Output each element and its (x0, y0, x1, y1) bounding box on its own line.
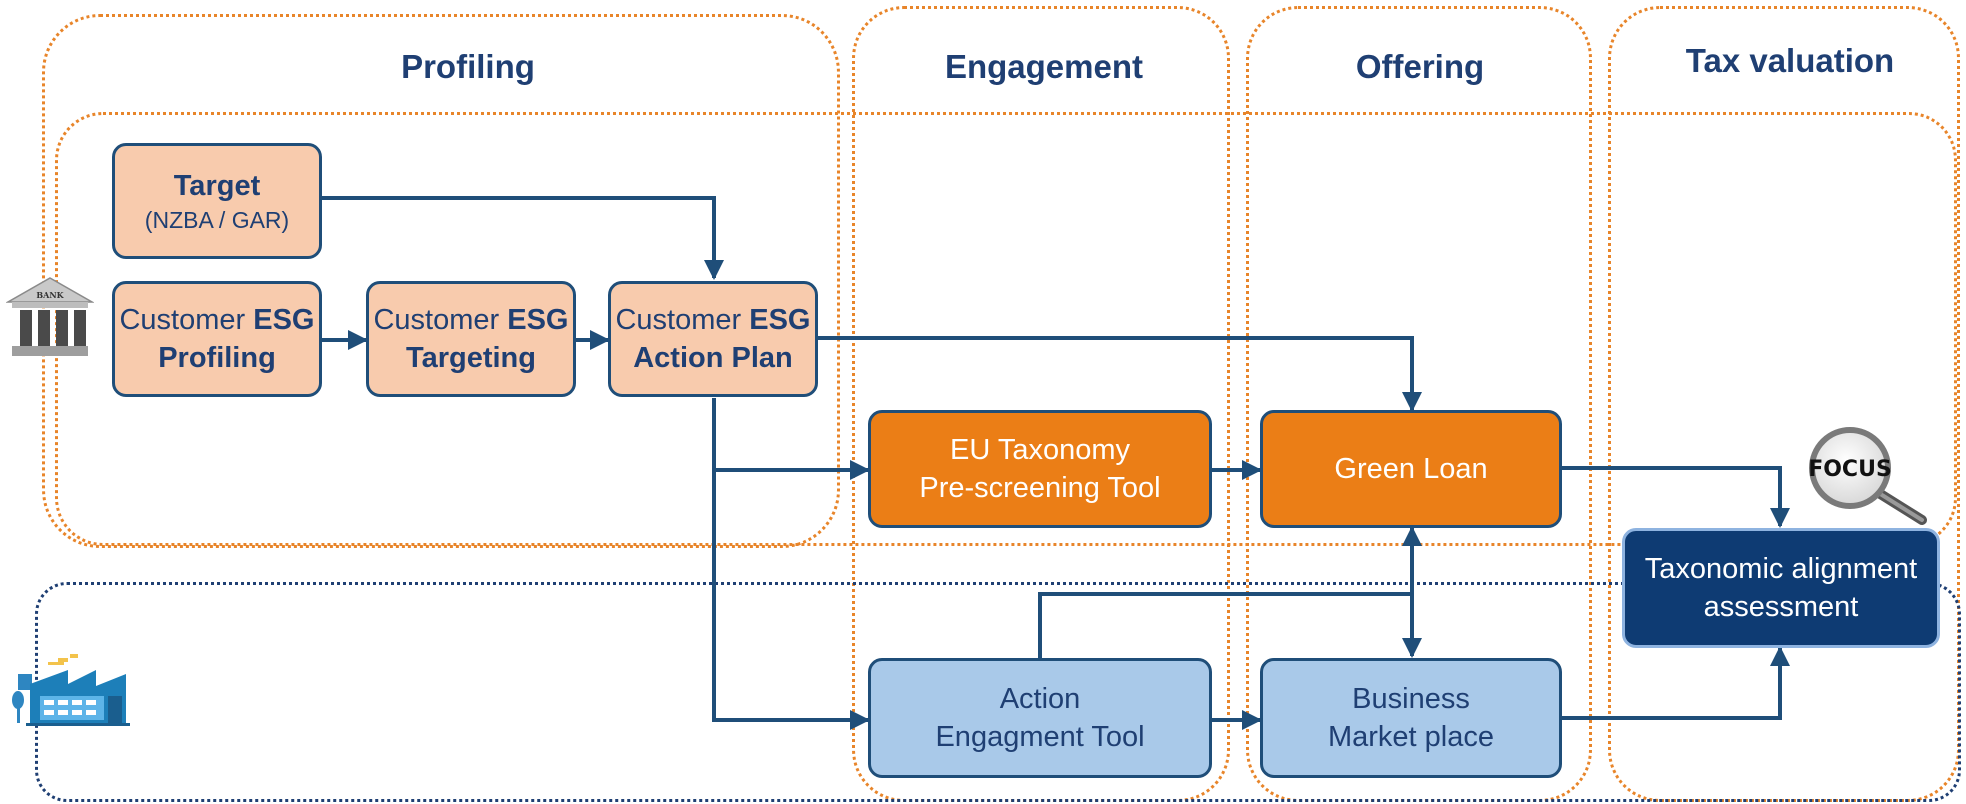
connector-action-plan-to-green-loan (818, 336, 1422, 412)
profiling-box-prefix: Customer (119, 304, 254, 336)
targeting-box-esg: ESG (507, 304, 569, 336)
targeting-box-main: Targeting (406, 342, 536, 374)
taxonomic-alignment-box-line1: Taxonomic alignment (1644, 553, 1918, 585)
bank-icon: BANK (5, 276, 95, 360)
action-plan-box-main: Action Plan (633, 342, 793, 374)
eu-taxonomy-box-line1: EU Taxonomy (950, 434, 1130, 466)
taxonomic-alignment-assessment-box[interactable]: Taxonomic alignment assessment (1622, 528, 1940, 648)
column-title-profiling: Profiling (401, 48, 535, 85)
profiling-box-main: Profiling (158, 342, 276, 374)
green-loan-box[interactable]: Green Loan (1260, 410, 1562, 528)
focus-icon-label: FOCUS (1808, 457, 1892, 482)
column-title-offering: Offering (1355, 48, 1485, 85)
action-engagement-tool-box[interactable]: Action Engagment Tool (868, 658, 1212, 778)
business-market-place-box[interactable]: Business Market place (1260, 658, 1562, 778)
connector-action-plan-to-action-engagement (712, 470, 870, 730)
action-engagement-box-line2: Engagment Tool (935, 721, 1145, 753)
action-plan-box-prefix: Customer (615, 304, 750, 336)
connector-action-engagement-to-green-loan (1038, 526, 1422, 658)
targeting-box-prefix: Customer (373, 304, 508, 336)
customer-esg-profiling-box[interactable]: Customer ESG Profiling (112, 281, 322, 397)
connector-green-loan-to-taxonomic-alignment (1562, 466, 1790, 528)
customer-esg-action-plan-box[interactable]: Customer ESG Action Plan (608, 281, 818, 397)
action-engagement-box-line1: Action (999, 683, 1081, 715)
green-loan-box-label: Green Loan (1334, 453, 1488, 485)
target-box[interactable]: Target (NZBA / GAR) (112, 143, 322, 259)
business-market-box-line2: Market place (1327, 721, 1494, 753)
eu-taxonomy-box[interactable]: EU Taxonomy Pre-screening Tool (868, 410, 1212, 528)
column-title-tax-valuation: Tax valuation (1685, 42, 1895, 79)
connector-business-market-to-taxonomic-alignment (1562, 646, 1790, 720)
action-plan-box-esg: ESG (749, 304, 811, 336)
factory-icon (8, 652, 132, 728)
target-box-subtitle: (NZBA / GAR) (144, 207, 290, 233)
profiling-box-esg: ESG (253, 304, 315, 336)
connector-action-plan-to-eu-taxonomy (712, 398, 870, 480)
business-market-box-line1: Business (1352, 683, 1470, 715)
bank-icon-label: BANK (36, 290, 64, 300)
column-title-engagement: Engagement (944, 48, 1144, 85)
customer-esg-targeting-box[interactable]: Customer ESG Targeting (366, 281, 576, 397)
target-box-title: Target (173, 170, 261, 202)
taxonomic-alignment-box-line2: assessment (1703, 591, 1859, 623)
magnifier-focus-icon: FOCUS (1802, 426, 1934, 526)
eu-taxonomy-box-line2: Pre-screening Tool (919, 472, 1161, 504)
connector-target-to-action-plan (320, 196, 724, 280)
